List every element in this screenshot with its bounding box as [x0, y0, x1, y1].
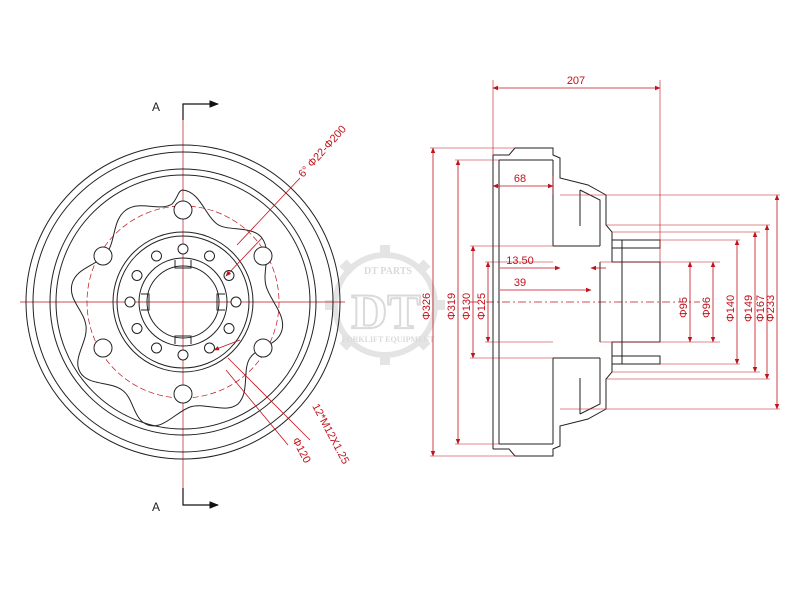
callout-bolt-circle: 6° Φ22-Φ200	[296, 123, 349, 180]
hub-rings	[112, 231, 254, 373]
section-label-bottom: A	[152, 500, 160, 514]
section-marker-bottom: A	[152, 488, 219, 514]
watermark-logo: DT PARTS DT FORKLIFT EQUIPMENT	[325, 245, 445, 365]
flange-hole	[253, 338, 273, 358]
dim-drum-depth: 68	[514, 173, 526, 185]
section-label-top: A	[152, 100, 160, 114]
dim-dia-140: Φ140	[725, 295, 737, 322]
dim-dia-319: Φ319	[446, 293, 458, 320]
dim-flange-offset: 13.50	[506, 255, 534, 267]
dim-overall-width: 207	[567, 75, 585, 87]
flange-holes	[93, 200, 273, 404]
dim-dia-130: Φ130	[461, 293, 473, 320]
section-marker-top: A	[152, 100, 219, 120]
stud-hole	[151, 250, 162, 262]
stud-hole	[177, 349, 189, 361]
dim-dia-125: Φ125	[476, 293, 488, 320]
flange-hole	[173, 384, 193, 404]
watermark-brand-big: DT	[351, 283, 420, 339]
side-dimension-lines	[430, 85, 780, 457]
stud-hole	[223, 323, 235, 334]
flange-hole	[253, 246, 273, 266]
watermark-tagline: FORKLIFT EQUIPMENT	[342, 335, 436, 344]
stud-hole	[151, 342, 162, 354]
stud-hole	[223, 270, 235, 281]
dim-dia-326: Φ326	[421, 293, 433, 320]
dim-dia-149: Φ149	[743, 295, 755, 322]
stud-hole	[177, 243, 189, 255]
center-bore	[138, 257, 228, 347]
callout-thread: 12*M12X1.25	[309, 402, 351, 467]
hub-flange	[70, 189, 284, 427]
flange-hole	[93, 246, 113, 266]
drum-outline	[25, 144, 341, 460]
watermark-brand-small: DT PARTS	[364, 266, 412, 277]
front-leaders	[213, 177, 311, 446]
front-centerlines	[20, 108, 345, 495]
side-extensions	[430, 80, 780, 457]
dim-hub-offset: 39	[514, 277, 526, 289]
side-view: 207 68 13.50 39 Φ326 Φ319 Φ130 Φ125 Φ95 …	[421, 75, 780, 457]
flange-hole	[173, 200, 193, 220]
stud-hole	[131, 323, 143, 334]
front-view: 6° Φ22-Φ200 12*M12X1.25 Φ120 A A	[20, 100, 351, 514]
stud-hole	[131, 270, 143, 281]
stud-hole	[204, 250, 215, 262]
stud-hole	[124, 296, 136, 308]
flange-hole	[93, 338, 113, 358]
stud-hole	[204, 342, 215, 354]
dim-dia-167: Φ167	[755, 295, 767, 322]
dim-dia-233: Φ233	[765, 295, 777, 322]
dim-dia-96: Φ96	[701, 297, 713, 318]
stud-hole	[230, 296, 242, 308]
dim-dia-95: Φ95	[678, 297, 690, 318]
callout-pcd: Φ120	[289, 436, 312, 466]
